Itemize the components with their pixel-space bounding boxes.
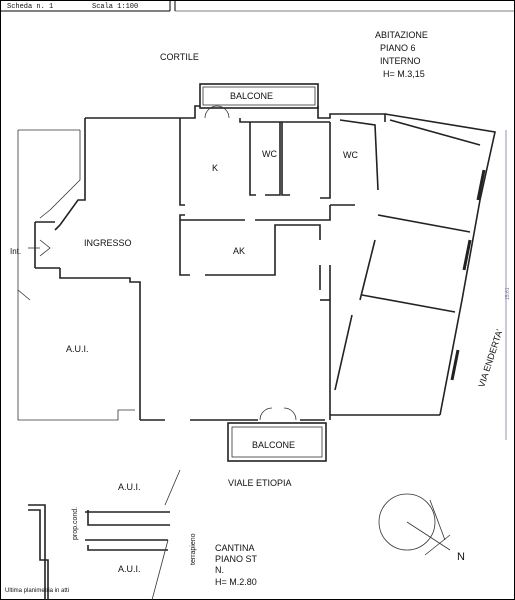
cantina-aui-bottom: A.U.I. <box>118 564 141 574</box>
label-viale-etiopia: VIALE ETIOPIA <box>228 478 292 488</box>
label-int: Int. <box>10 247 21 256</box>
cantina-prop-cond: prop.cond. <box>72 507 79 540</box>
door-arc-2 <box>216 105 230 119</box>
info-altezza: H= M.3,15 <box>383 69 425 79</box>
scala-label: Scala 1:100 <box>92 3 138 11</box>
label-balcone-top: BALCONE <box>230 91 273 101</box>
label-via-enderta: VIA ENDERTA' <box>476 328 504 389</box>
balcone-bottom <box>227 422 327 462</box>
scheda-label: Scheda n. 1 <box>7 3 53 11</box>
apartment-walls <box>17 105 496 421</box>
label-cortile: CORTILE <box>160 52 199 62</box>
label-k: K <box>212 163 218 173</box>
footer-note: Ultima planimetria in atti <box>5 588 69 594</box>
balcone-top <box>199 83 319 109</box>
door-arc-3 <box>259 407 273 421</box>
dimension-text: 15,61 <box>505 287 511 300</box>
label-ak: AK <box>233 246 245 256</box>
label-balcone-bottom: BALCONE <box>252 440 295 450</box>
cantina-title: CANTINA <box>215 543 255 553</box>
compass <box>378 493 451 556</box>
info-abitazione: ABITAZIONE <box>375 30 428 40</box>
cantina-n: N. <box>215 565 224 575</box>
info-piano: PIANO 6 <box>380 43 416 53</box>
label-aui-left: A.U.I. <box>66 344 89 354</box>
entrance-door <box>28 239 51 257</box>
door-arc-4 <box>283 407 297 421</box>
cantina-terrapieno: terrapieno <box>190 533 197 565</box>
cantina-walls <box>28 469 181 600</box>
info-interno: INTERNO <box>380 56 421 66</box>
door-arc-1 <box>204 105 218 119</box>
compass-north: N <box>457 551 465 563</box>
cantina-altezza: H= M.2.80 <box>215 577 257 587</box>
cantina-piano: PIANO ST <box>215 554 258 564</box>
label-ingresso: INGRESSO <box>84 238 132 248</box>
cantina-aui-top: A.U.I. <box>118 482 141 492</box>
label-wc-2: WC <box>343 150 358 160</box>
label-wc-1: WC <box>262 149 277 159</box>
